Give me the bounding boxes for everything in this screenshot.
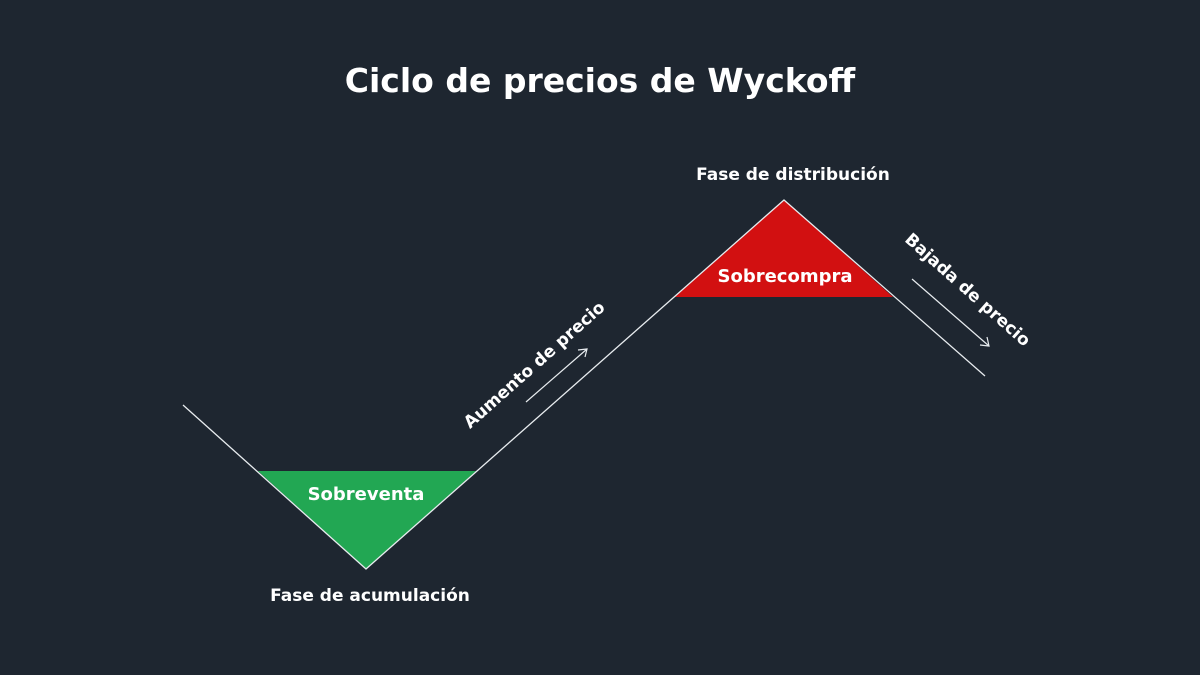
price-fall-label: Bajada de precio <box>901 230 1035 351</box>
oversold-zone <box>258 471 476 569</box>
accumulation-phase-label: Fase de acumulación <box>270 586 470 606</box>
distribution-phase-label: Fase de distribución <box>696 165 890 185</box>
price-cycle-line <box>182 199 986 570</box>
diagram-title: Ciclo de precios de Wyckoff <box>345 61 857 100</box>
up-arrow-icon <box>525 348 588 403</box>
down-arrow-icon <box>911 278 990 347</box>
oversold-label: Sobreventa <box>308 484 425 505</box>
price-rise-label: Aumento de precio <box>460 298 609 433</box>
overbought-label: Sobrecompra <box>718 266 853 287</box>
overbought-zone <box>675 200 893 297</box>
